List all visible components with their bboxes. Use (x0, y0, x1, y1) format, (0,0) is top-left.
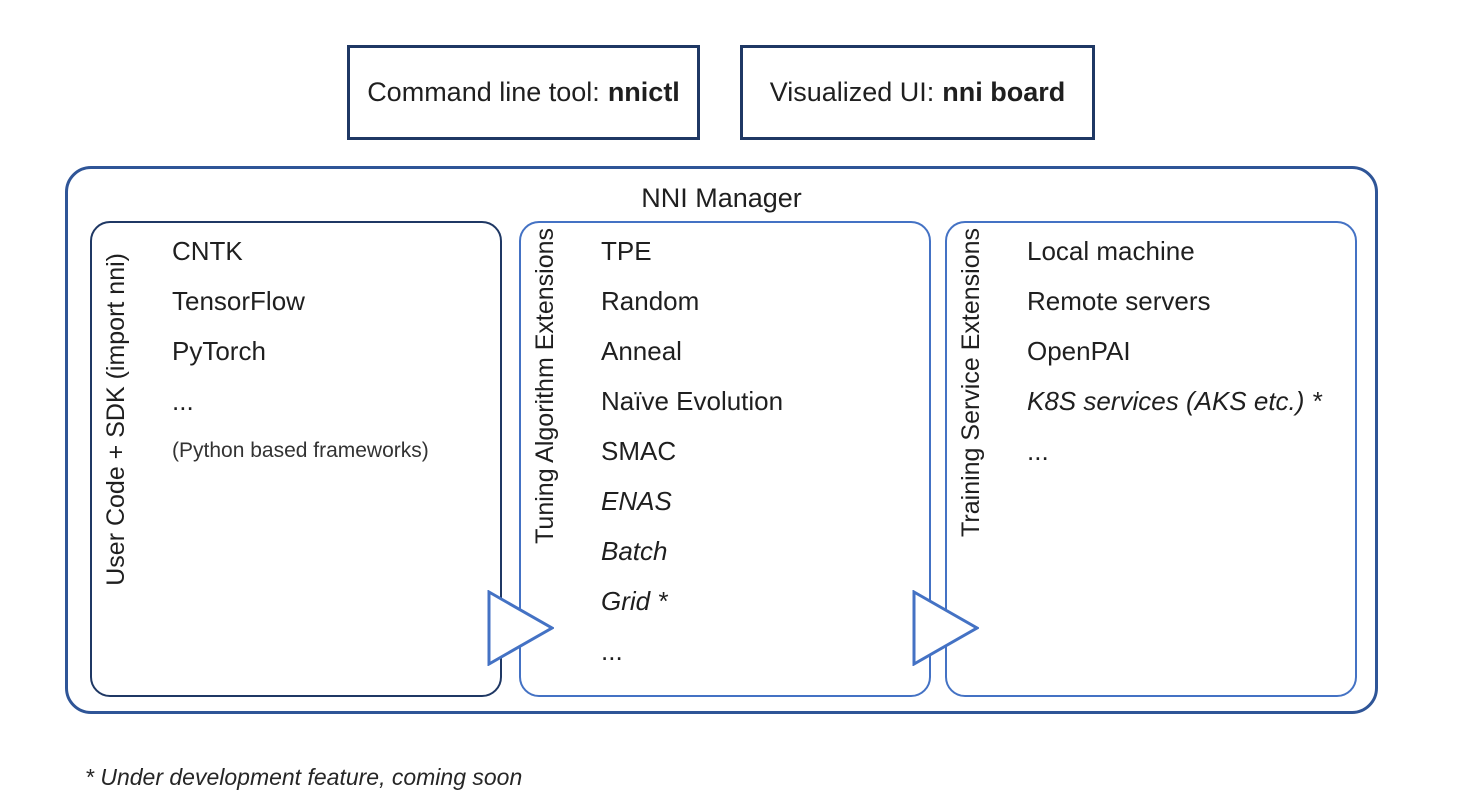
command-line-tool-box: Command line tool: nnictl (347, 45, 700, 140)
list-item: Random (601, 286, 700, 316)
list-item: Grid * (601, 586, 668, 616)
tuning-algorithm-extensions-label: Tuning Algorithm Extensions (531, 228, 559, 544)
list-item: Anneal (601, 336, 682, 366)
list-item: ENAS (601, 486, 672, 516)
list-item: SMAC (601, 436, 677, 466)
list-item: OpenPAI (1027, 336, 1131, 366)
training-service-extensions-box: Training Service Extensions Local machin… (945, 221, 1357, 697)
list-item: TensorFlow (172, 286, 305, 316)
nni-board-label: nni board (942, 77, 1066, 107)
visualized-ui-box: Visualized UI: nni board (740, 45, 1095, 140)
list-item: Local machine (1027, 236, 1195, 266)
list-item: TPE (601, 236, 652, 266)
list-item: ... (172, 386, 194, 416)
visualized-ui-label: Visualized UI: (769, 77, 935, 107)
nni-manager-box: NNI Manager User Code + SDK (import nni)… (65, 166, 1378, 714)
list-item: (Python based frameworks) (172, 439, 429, 462)
under-development-footnote: * Under development feature, coming soon (85, 764, 523, 790)
list-item: ... (601, 636, 623, 666)
user-code-sdk-box: User Code + SDK (import nni) CNTK TensorF… (90, 221, 502, 697)
list-item: Naïve Evolution (601, 386, 784, 416)
list-item: PyTorch (172, 336, 266, 366)
list-item: CNTK (172, 236, 243, 266)
flow-arrow-icon (487, 590, 554, 666)
user-code-sdk-label: User Code + SDK (import nni) (102, 253, 130, 586)
training-service-extensions-label: Training Service Extensions (957, 228, 985, 537)
list-item: Remote servers (1027, 286, 1211, 316)
command-line-tool-label: Command line tool: (367, 77, 600, 107)
list-item: ... (1027, 436, 1049, 466)
list-item: Batch (601, 536, 668, 566)
nnictl-label: nnictl (607, 77, 680, 107)
nni-manager-title: NNI Manager (641, 183, 802, 213)
list-item: K8S services (AKS etc.) * (1027, 386, 1322, 416)
flow-arrow-icon (912, 590, 979, 666)
